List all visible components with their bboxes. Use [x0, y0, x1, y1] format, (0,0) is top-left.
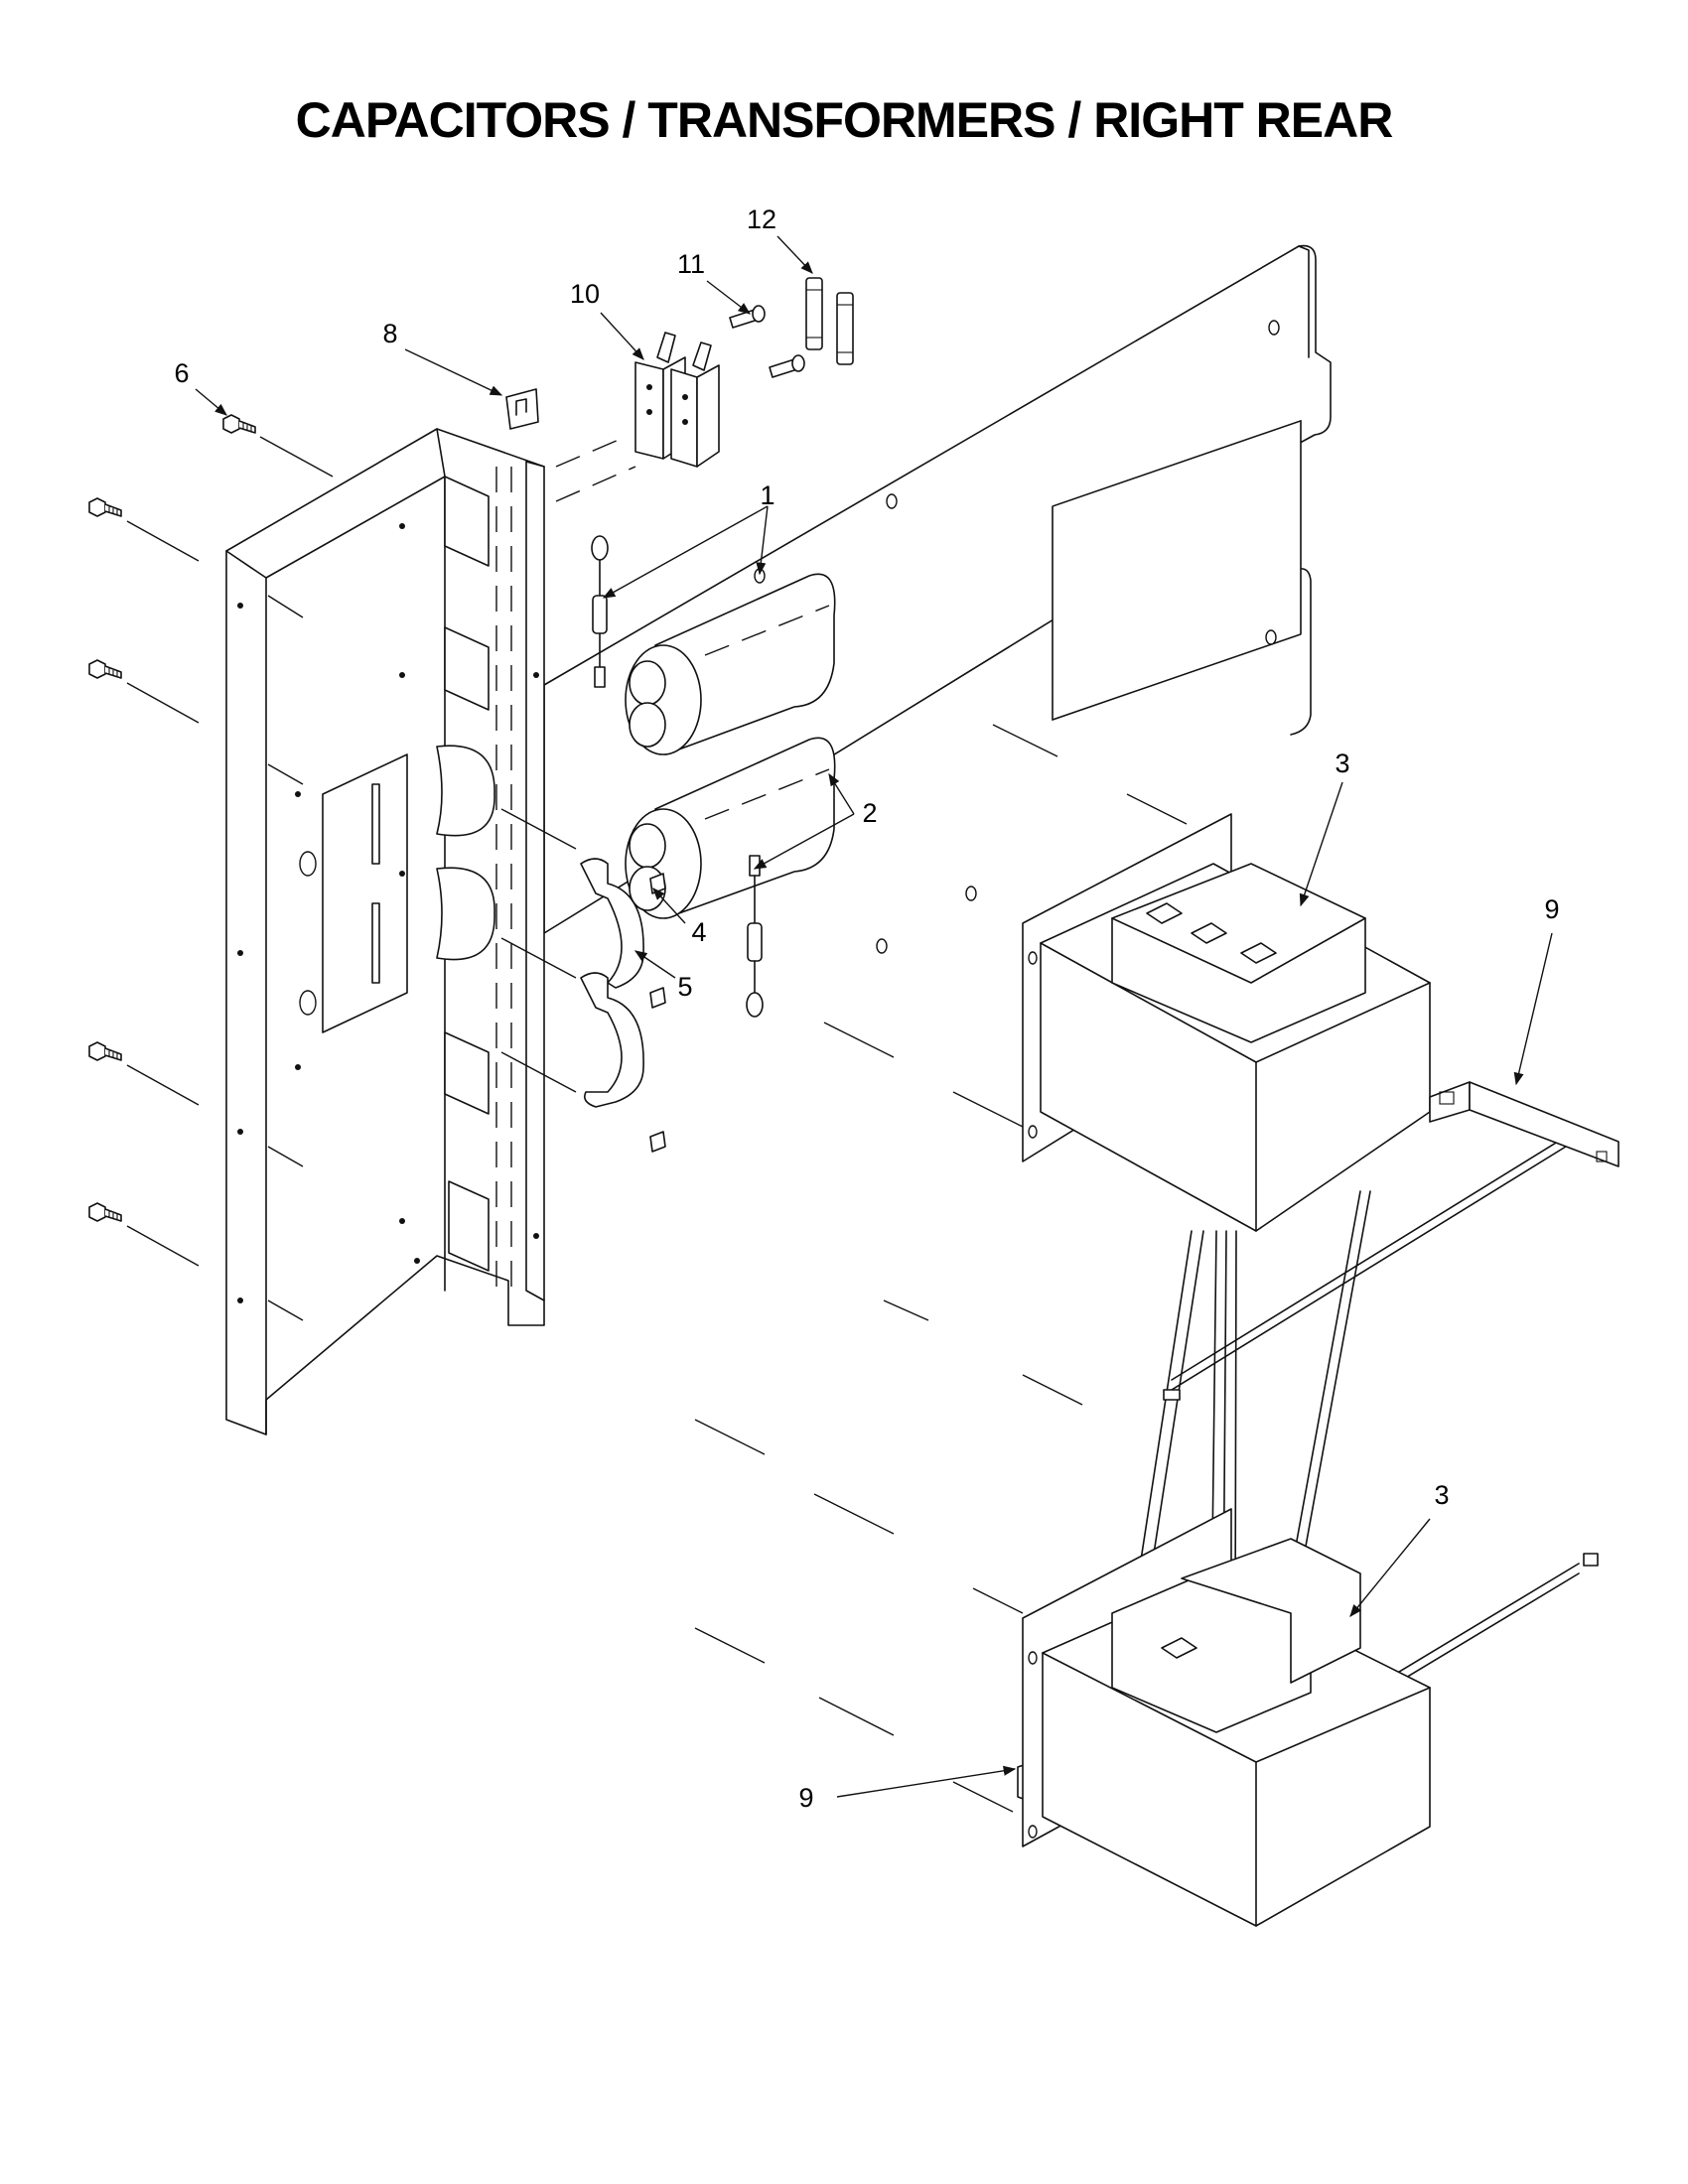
- high-voltage-capacitors: [625, 573, 836, 919]
- screw-icon: [222, 414, 256, 434]
- rear-mounting-plate: [543, 244, 1332, 954]
- upper-transformer: [1022, 813, 1431, 1232]
- mounting-screws: [88, 414, 334, 1267]
- callout-5: 5: [677, 972, 692, 1002]
- callout-6: 6: [174, 358, 189, 388]
- callout-4: 4: [691, 917, 706, 947]
- callout-2: 2: [862, 798, 877, 828]
- switch-screws: [729, 305, 805, 378]
- hv-diodes: [591, 535, 764, 1018]
- screw-icon: [88, 1202, 122, 1222]
- callouts: 1 2 3 3 4 5 6 8 9 9 10 11 12: [174, 205, 1559, 1813]
- page-title: CAPACITORS / TRANSFORMERS / RIGHT REAR: [295, 92, 1394, 148]
- callout-1: 1: [760, 480, 774, 510]
- callout-8: 8: [382, 319, 397, 348]
- callout-9-upper: 9: [1544, 894, 1559, 924]
- lower-transformer: [1022, 1508, 1431, 1927]
- callout-12: 12: [747, 205, 776, 234]
- thermal-switches: [634, 332, 720, 468]
- fuses: [805, 277, 854, 365]
- callout-3-upper: 3: [1335, 749, 1349, 778]
- callout-11: 11: [677, 249, 705, 279]
- side-bracket-panel: [225, 428, 545, 1435]
- screw-icon: [88, 659, 122, 679]
- screw-icon: [88, 497, 122, 517]
- callout-10: 10: [570, 279, 600, 309]
- alignment-lines: [694, 1022, 1083, 1813]
- callout-9-lower: 9: [798, 1783, 813, 1813]
- screw-icon: [88, 1041, 122, 1061]
- callout-3-lower: 3: [1434, 1480, 1449, 1510]
- cable-clip-part: [505, 388, 539, 430]
